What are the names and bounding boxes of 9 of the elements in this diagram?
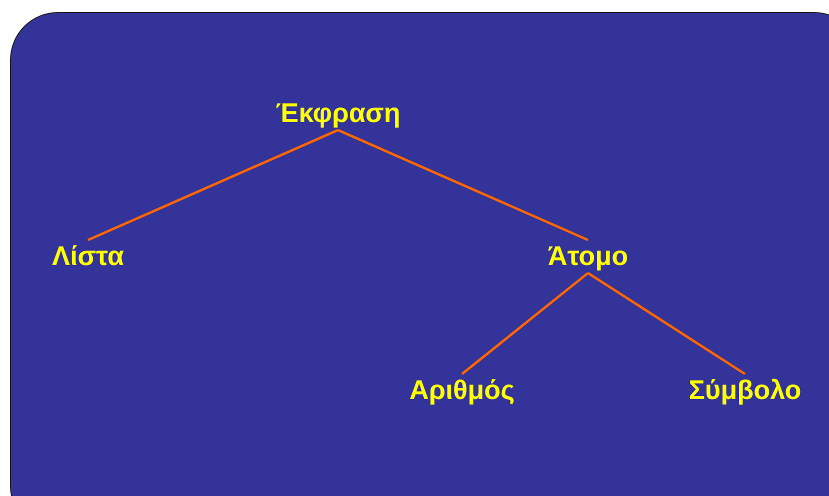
connector-line	[461, 272, 589, 375]
connector-line	[338, 128, 588, 242]
node-label: Άτομο	[548, 241, 628, 272]
connector-line	[587, 272, 746, 376]
node-label: Λίστα	[52, 241, 124, 272]
node-label: Αριθμός	[409, 375, 515, 406]
connector-line	[88, 128, 338, 242]
node-label: Σύμβολο	[688, 375, 802, 406]
node-label: Έκφραση	[276, 98, 400, 130]
